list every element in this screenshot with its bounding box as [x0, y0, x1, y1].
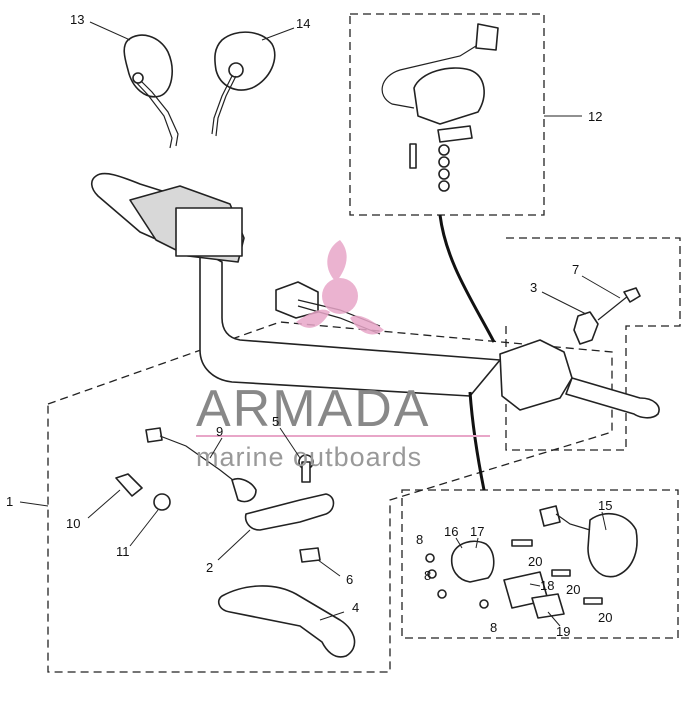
group-box-12 — [349, 13, 545, 216]
callout-13: 13 — [70, 12, 84, 27]
leader-lines — [19, 21, 621, 627]
callout-10: 10 — [66, 516, 80, 531]
handlebar — [90, 172, 501, 397]
group-box-1 — [47, 321, 613, 673]
callout-4: 4 — [352, 600, 359, 615]
callout-15: 15 — [598, 498, 612, 513]
callout-5: 5 — [272, 414, 279, 429]
watermark-subtitle: marine outboards — [196, 442, 422, 472]
watermark-title: ARMADA — [196, 380, 430, 438]
callout-3: 3 — [530, 280, 537, 295]
callout-19: 19 — [556, 624, 570, 639]
callout-18: 18 — [540, 578, 554, 593]
switch-12 — [381, 23, 499, 192]
callout-14: 14 — [296, 16, 310, 31]
group-box-15-20 — [401, 489, 679, 639]
callout-20-c: 20 — [598, 610, 612, 625]
callout-labels-eight: 8 8 — [424, 568, 497, 635]
callout-8-bottom: 8 — [490, 620, 497, 635]
watermark: ARMADA marine outboards — [196, 240, 490, 472]
bracket-assembly — [425, 505, 638, 619]
group-boxes — [47, 13, 681, 673]
callout-1: 1 — [6, 494, 13, 509]
callout-8-a: 8 — [416, 532, 423, 547]
right-switch — [499, 287, 660, 419]
callout-20-a: 20 — [528, 554, 542, 569]
callout-9: 9 — [216, 424, 223, 439]
callout-6: 6 — [346, 572, 353, 587]
callout-8-second-row: 8 — [424, 568, 431, 583]
callout-12: 12 — [588, 109, 602, 124]
mirror-left — [123, 34, 179, 149]
callout-17: 17 — [470, 524, 484, 539]
callout-11: 11 — [116, 544, 130, 559]
armada-logo — [296, 240, 384, 335]
callout-16: 16 — [444, 524, 458, 539]
callout-20-b: 20 — [566, 582, 580, 597]
callout-2: 2 — [206, 560, 213, 575]
callout-7: 7 — [572, 262, 579, 277]
lever-assembly — [115, 427, 356, 658]
group-box-3-7 — [505, 237, 681, 451]
wires — [438, 214, 496, 491]
mirror-right — [211, 31, 276, 137]
callout-labels: 13 14 12 7 3 1 10 11 2 4 6 5 9 15 16 17 … — [6, 12, 612, 639]
